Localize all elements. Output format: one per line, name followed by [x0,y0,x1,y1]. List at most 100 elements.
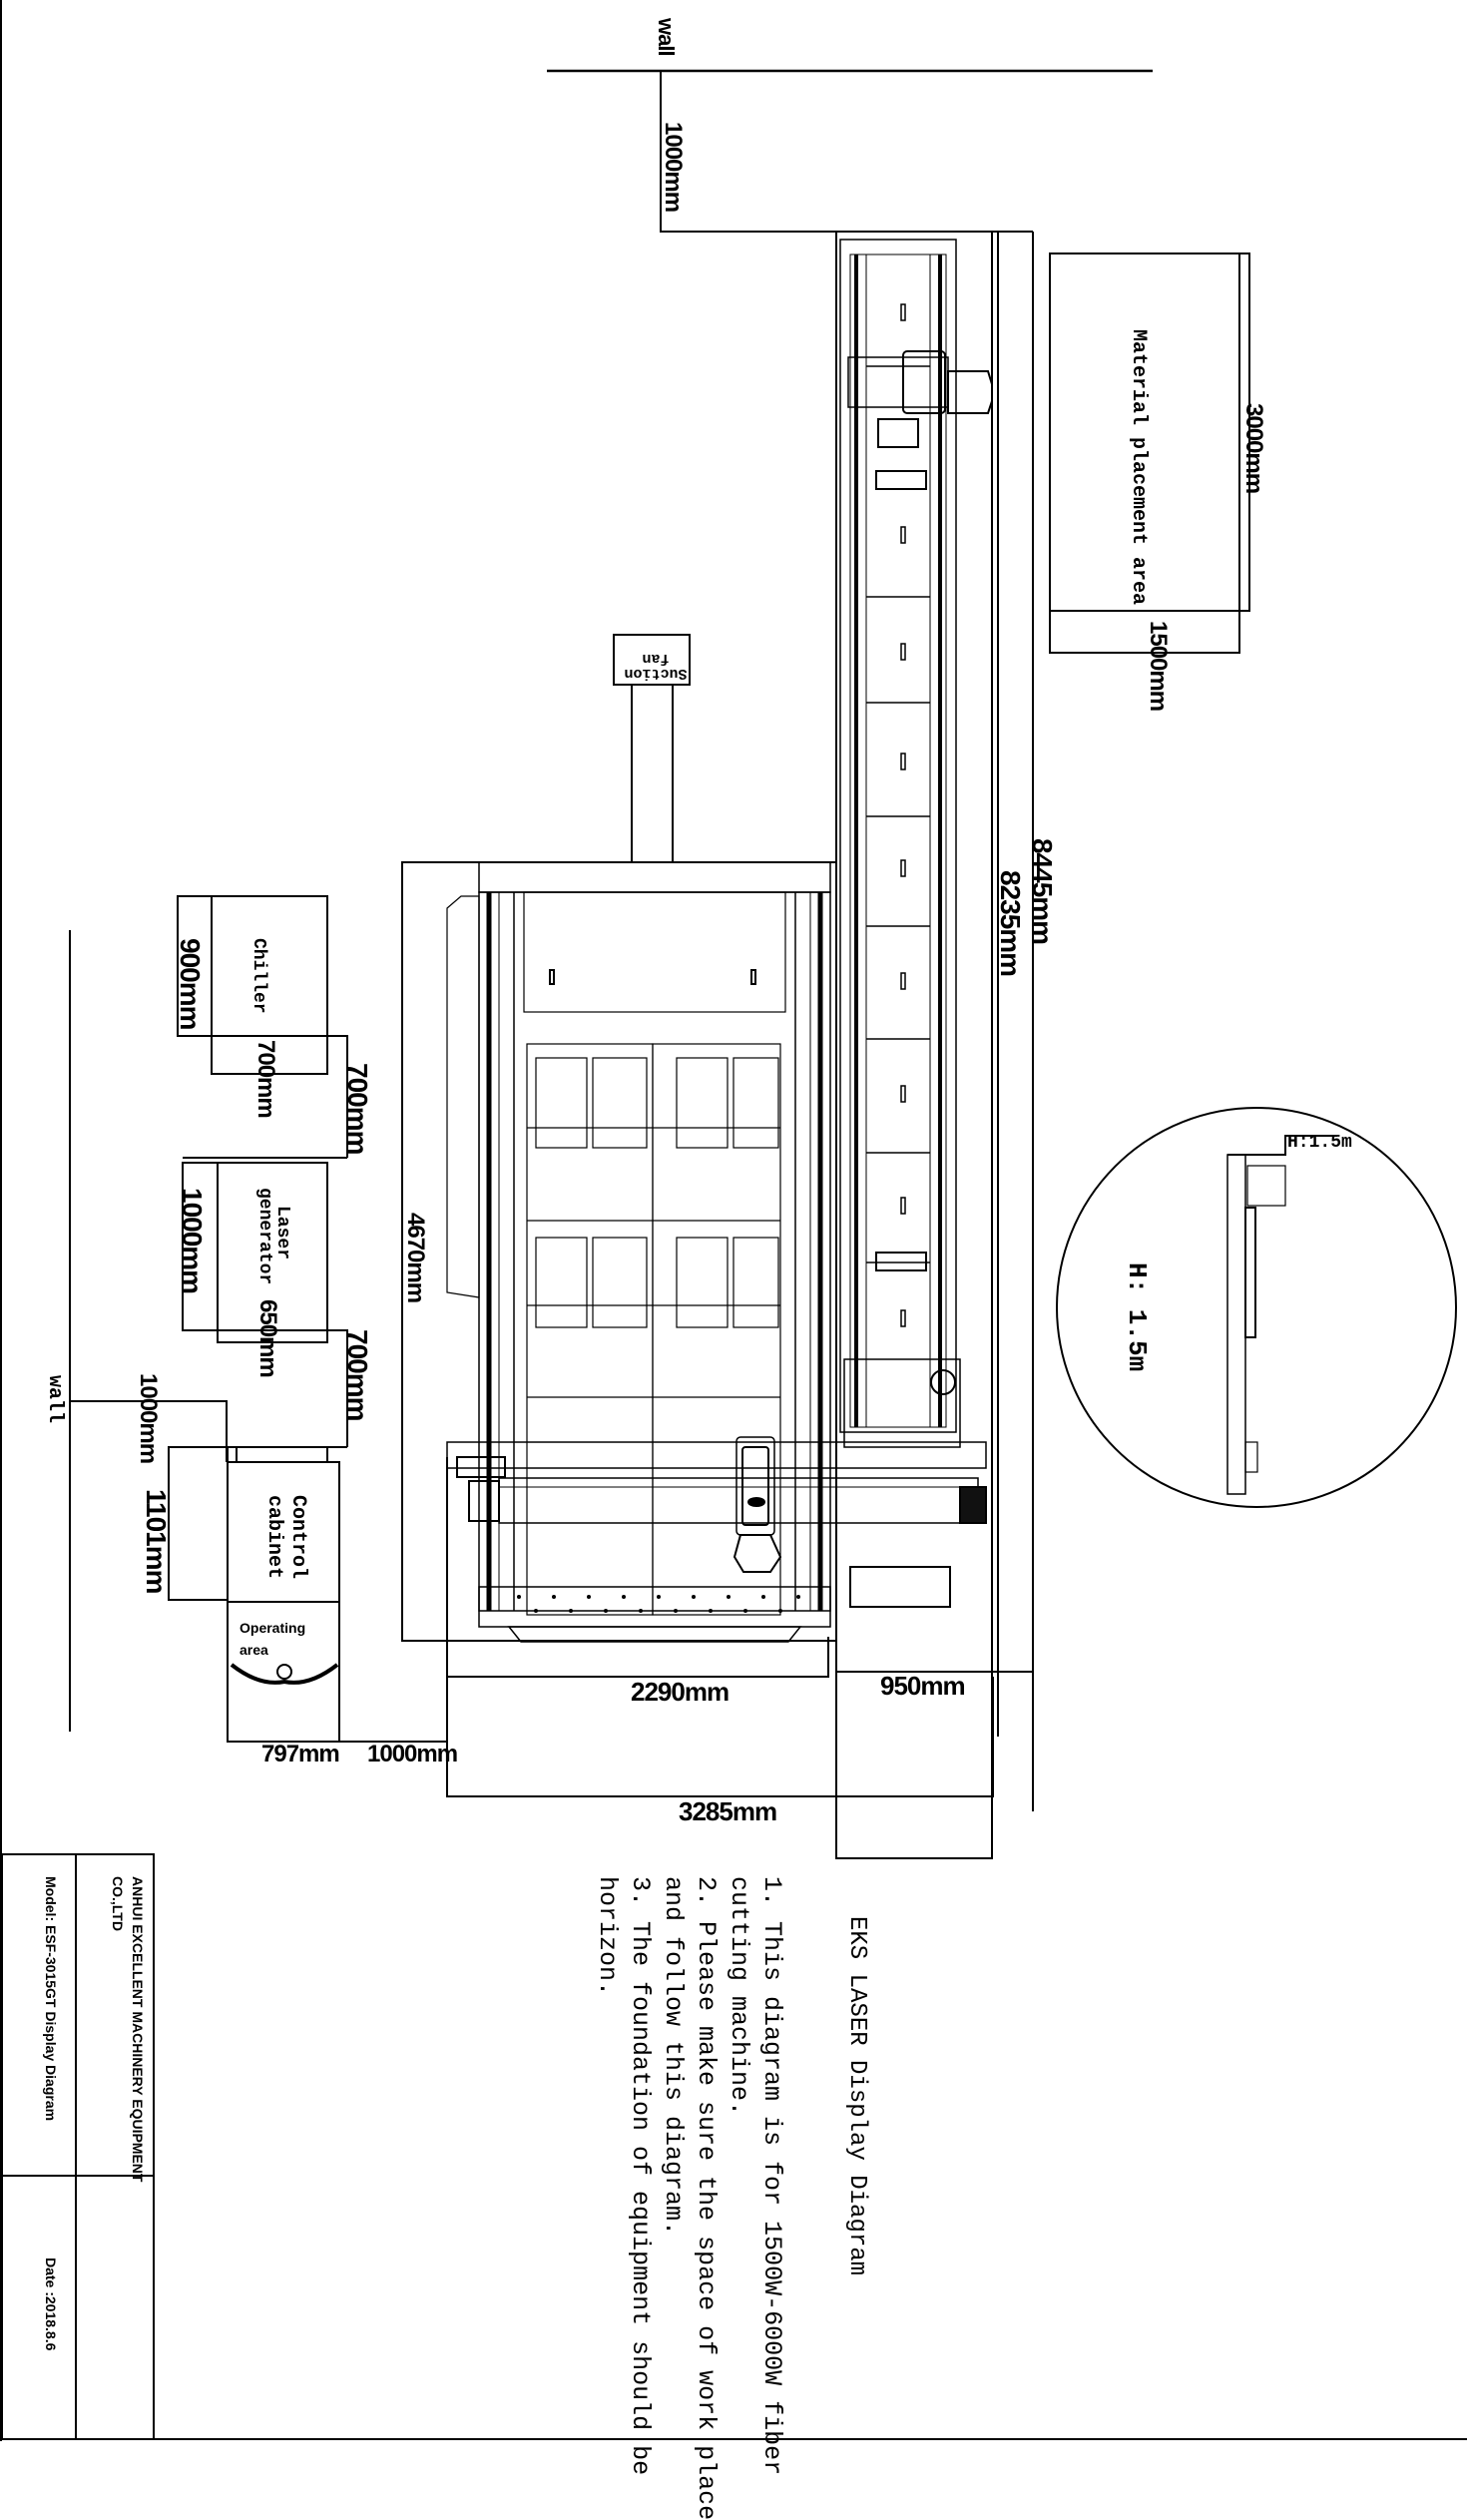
company-name: ANHUI EXCELLENT MACHINERY EQUIPMENT [130,1876,146,2183]
operating-width-label: 797mm [261,1741,340,1767]
material-width-label: 1500mm [1145,621,1172,712]
dim-2290 [446,1457,829,1678]
operating-area-line2: area [240,1642,268,1658]
material-area-box [1049,252,1240,654]
notes-list: 1. This diagram is for 1500W-6000W fiber… [591,1876,788,2520]
note-1: 1. This diagram is for 1500W-6000W fiber [757,1876,786,2476]
wall-top-dimension [660,71,1033,233]
title-block-company: ANHUI EXCELLENT MACHINERY EQUIPMENT CO.,… [108,1876,148,2182]
suction-fan-box [613,634,691,686]
chiller-width-label: 700mm [252,1040,279,1118]
operator-head-icon [276,1664,292,1680]
company-suffix: CO.,LTD [110,1876,126,1931]
gantry-end-left [456,1456,506,1478]
cutting-bed-grid [526,1043,781,1616]
machine-width-label: 2290mm [631,1677,730,1707]
gantry-motor-right [959,1486,987,1524]
note-1-cont: cutting machine. [725,1876,753,2117]
exchange-length-label: 8235mm [995,870,1026,977]
exchange-slots [900,303,906,1327]
machine-bottom-beam [478,1586,831,1628]
exchange-table [839,239,957,1433]
gantry-beam [498,1477,979,1524]
detail-side-foot [1244,1441,1258,1473]
title-block-outline [1,1853,155,2440]
exchange-reel [930,1369,956,1395]
laser-gap-label: 700mm [342,1329,373,1421]
detail-side-head [1246,1165,1286,1207]
gantry-motor-left [468,1480,500,1522]
wall-left-dim-label: 1000mm [135,1373,162,1464]
laser-generator-label: Laser generator [254,1188,292,1285]
suction-fan-line2: fan [642,650,670,667]
suction-fan-line1: Suction [624,665,688,682]
exchange-head [847,356,949,408]
exchange-motor [877,418,919,448]
exchange-outline [835,231,993,1859]
laser-width-label: 650mm [254,1299,281,1377]
laser-generator-line2: generator [254,1188,274,1285]
detail-height-label: H: 1.5m [1122,1262,1152,1372]
material-area-label: Material placement area [1127,329,1150,606]
control-length-label: 1101mm [141,1489,172,1594]
exchange-head-arm [947,370,993,414]
cutting-head-cover [741,1446,769,1526]
laser-length-label: 1000mm [177,1188,208,1294]
detail-circle [1056,1107,1457,1508]
operating-gap-label: 1000mm [367,1741,458,1767]
control-cabinet-label: Control cabinet [261,1495,309,1579]
wall-left-dim [70,1400,228,1462]
bed-slot-2 [750,969,756,985]
exchange-width-label: 950mm [880,1671,966,1701]
machine-base-plate [507,1626,802,1643]
exchange-foot [849,1566,951,1608]
laser-dims [182,1162,348,1447]
cutting-nozzle [733,1534,782,1573]
title-block-date: Date :2018.8.6 [43,2258,59,2351]
layout-drawing [0,0,1467,2441]
detail-height-leader [1227,1135,1337,1156]
total-length-label: 8445mm [1027,838,1058,945]
machine-top-beam [478,861,831,893]
operating-area-label: Operating area [240,1617,305,1661]
chiller-label: Chiller [248,938,268,1014]
note-2-cont: and follow this diagram. [659,1876,688,2237]
cutting-head-logo [747,1497,765,1507]
wall-top-dim-label: 1000mm [660,122,687,213]
note-3-cont: horizon. [593,1876,622,1997]
detail-height-small-label: H:1.5m [1287,1133,1352,1153]
chiller-length-label: 900mm [175,938,206,1030]
exchange-electrical-box [843,1358,961,1448]
exchange-head-cover [902,350,946,414]
machine-length-label: 4670mm [402,1213,429,1303]
machine-outline-4670 [401,861,837,1642]
detail-side-profile [1226,1154,1246,1495]
note-3: 3. The foundation of equipment should be [626,1876,655,2476]
title-block-model: Model: ESF-3015GT Display Diagram [43,1876,59,2122]
control-cabinet-line1: Control [286,1495,309,1580]
bottom-beam-holes [517,1595,800,1613]
laser-generator-line1: Laser [272,1206,292,1260]
material-length-dim [1050,252,1250,612]
exchange-bracket-2 [875,1252,927,1271]
detail-side-cylinder [1244,1207,1256,1338]
total-width-label: 3285mm [679,1796,777,1826]
cutting-bed-top [523,891,786,1013]
control-length-dim [168,1446,229,1601]
suction-fan-label: Suction fan [623,650,689,682]
operating-area-box [227,1601,340,1743]
chiller-dims [177,895,348,1158]
exchange-segments [866,365,930,1263]
material-length-label: 3000mm [1240,403,1267,494]
operator-icon [230,1663,339,1685]
note-2: 2. Please make sure the space of work pl… [692,1876,721,2520]
laser-generator-box [217,1162,328,1343]
control-cabinet-line2: cabinet [262,1495,285,1580]
machine-frame [478,891,831,1612]
chiller-gap-label: 700mm [342,1063,373,1155]
wall-top-label: wall [654,18,679,56]
exchange-inner [849,253,947,1428]
bed-slot-1 [549,969,555,985]
exchange-bracket-1 [875,470,927,490]
diagram-title: EKS LASER Display Diagram [843,1916,870,2276]
